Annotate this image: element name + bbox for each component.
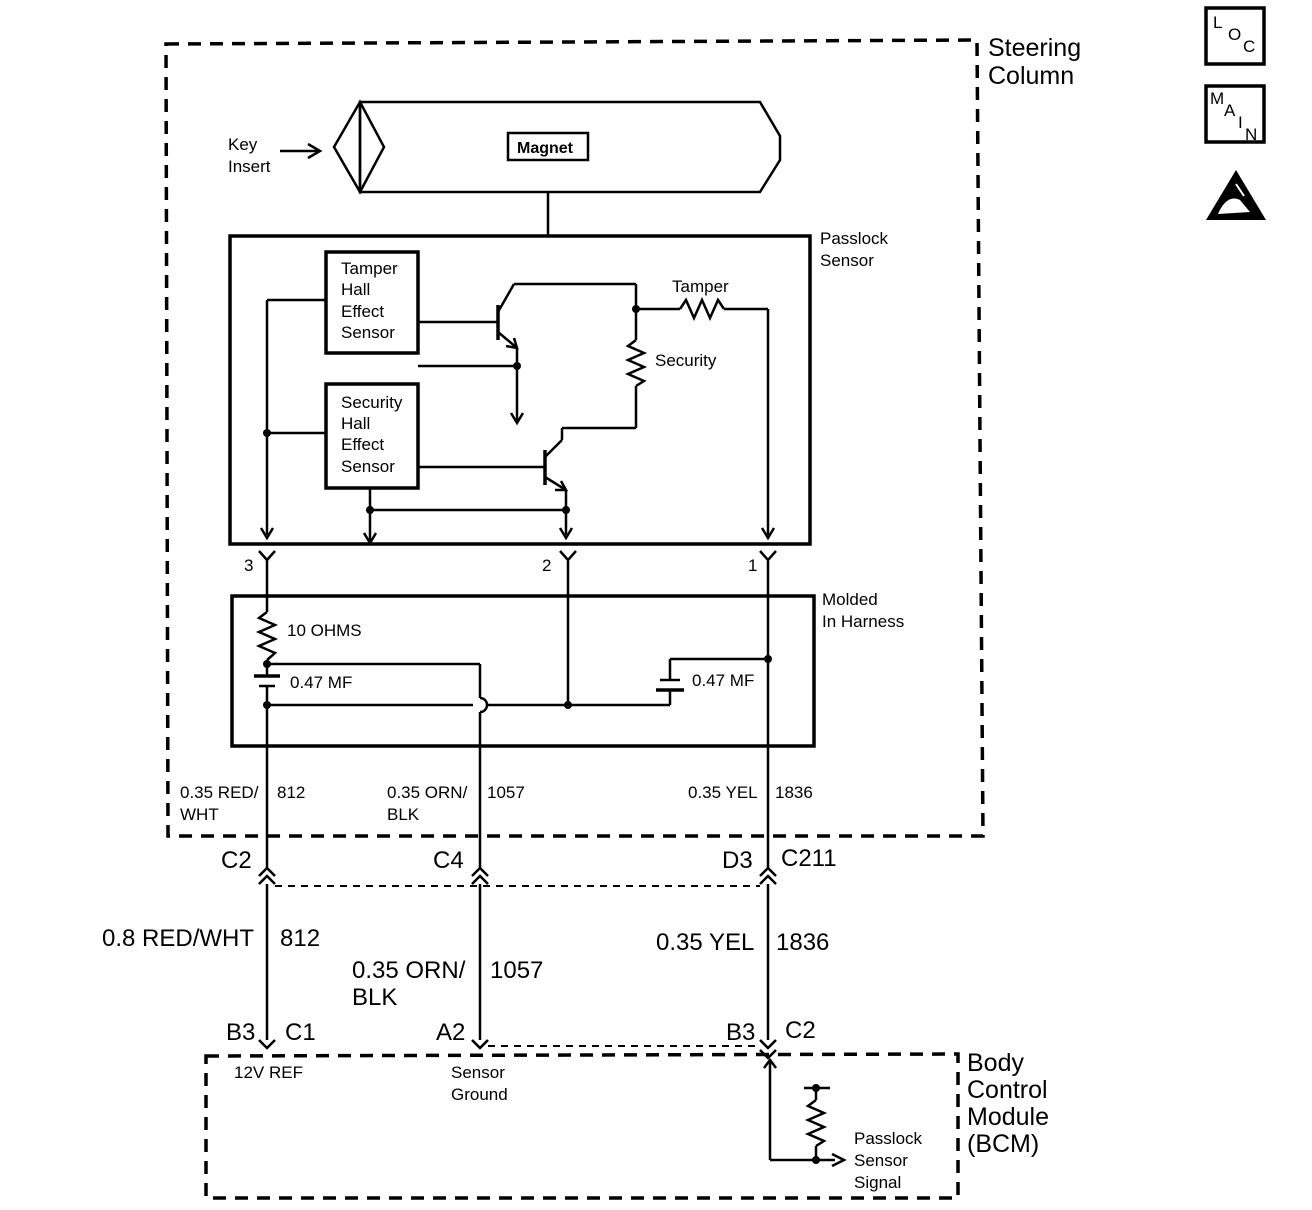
bcm-right-conn: C2 (785, 1017, 816, 1044)
connector-pin-3 (258, 550, 276, 612)
steering-column-label-line2: Column (988, 62, 1074, 90)
bcm-label-line1: Body (967, 1049, 1024, 1077)
molded-harness-box (230, 594, 816, 748)
svg-text:O: O (1228, 25, 1241, 44)
bcm-signal-label-1: Passlock (854, 1129, 923, 1148)
tamper-hall-label-1: Tamper (341, 259, 398, 278)
bcm-label-line3: Module (967, 1103, 1049, 1131)
security-hall-sensor-box (324, 382, 420, 490)
passlock-sensor-box (228, 234, 812, 546)
bcm-12v-ref-label: 12V REF (234, 1063, 303, 1082)
key-insert-label-line2: Insert (228, 157, 271, 176)
right-capacitor (656, 655, 772, 705)
bcm-left-conn: C1 (285, 1019, 316, 1046)
bcm-signal-label-3: Signal (854, 1173, 901, 1192)
molded-harness-label-line2: In Harness (822, 612, 904, 631)
c211-mid-pin: C4 (433, 847, 464, 874)
lower-mid-wire-circuit: 1057 (490, 957, 543, 984)
harness-ground-rail (267, 701, 670, 709)
svg-text:M: M (1210, 89, 1224, 108)
sensor-ground-bus (362, 488, 570, 546)
security-transistor (418, 439, 574, 541)
lower-right-wire-color: 0.35 YEL (656, 929, 754, 956)
bcm-sensor-ground-label-2: Ground (451, 1085, 508, 1104)
svg-text:A: A (1224, 101, 1236, 120)
bcm-signal-circuit (763, 1057, 847, 1168)
tamper-hall-sensor-box (324, 250, 420, 355)
upper-mid-wire-circuit: 1057 (487, 783, 525, 802)
upper-left-wire-color-1: 0.35 RED/ (180, 783, 259, 802)
bcm-connector (258, 1039, 777, 1060)
bcm-label-line2: Control (967, 1076, 1048, 1104)
lower-mid-wire-color-2: BLK (352, 984, 397, 1011)
right-cap-label: 0.47 MF (692, 671, 754, 690)
bcm-boundary (204, 1052, 960, 1200)
security-hall-label-2: Hall (341, 414, 370, 433)
esd-warning-icon (1206, 170, 1266, 220)
security-resistor-label: Security (655, 351, 717, 370)
ground-wire-1057 (267, 662, 489, 836)
security-hall-label-3: Effect (341, 435, 384, 454)
connector-pin-2 (559, 550, 577, 705)
c211-connector (258, 836, 777, 887)
molded-harness-label-line1: Molded (822, 590, 878, 609)
c211-right-pin: D3 (722, 847, 753, 874)
security-hall-label-1: Security (341, 393, 403, 412)
tamper-transistor (418, 282, 636, 426)
connector-pin-1 (759, 550, 777, 836)
bcm-sensor-ground-label-1: Sensor (451, 1063, 505, 1082)
key-insert-arrow (280, 142, 323, 160)
key-insert-label-line1: Key (228, 135, 258, 154)
upper-mid-wire-color-1: 0.35 ORN/ (387, 783, 468, 802)
lower-left-wire-circuit: 812 (280, 925, 320, 952)
loc-icon[interactable]: L O C (1204, 6, 1266, 66)
tamper-resistor (632, 284, 776, 541)
lower-left-wire-color: 0.8 RED/WHT (102, 925, 254, 952)
tamper-resistor-label: Tamper (672, 277, 729, 296)
main-icon[interactable]: M A I N (1204, 84, 1266, 144)
steering-column-boundary (164, 38, 985, 838)
tamper-hall-label-4: Sensor (341, 323, 395, 342)
upper-left-wire-circuit: 812 (277, 783, 305, 802)
pin-2-label: 2 (542, 556, 551, 575)
left-capacitor (254, 674, 280, 836)
tamper-hall-label-3: Effect (341, 302, 384, 321)
security-hall-label-4: Sensor (341, 457, 395, 476)
magnet-label: Magnet (517, 140, 574, 157)
c211-name: C211 (781, 845, 837, 872)
lower-right-wire-circuit: 1836 (776, 929, 829, 956)
bcm-mid-pin: A2 (436, 1019, 465, 1046)
bcm-left-pin: B3 (226, 1019, 255, 1046)
tamper-hall-label-2: Hall (341, 280, 370, 299)
svg-text:C: C (1243, 37, 1255, 56)
security-resistor (560, 309, 648, 440)
lower-mid-wire-color-1: 0.35 ORN/ (352, 957, 466, 984)
svg-text:I: I (1238, 113, 1243, 132)
left-cap-label: 0.47 MF (290, 673, 352, 692)
pin-3-label: 3 (244, 556, 253, 575)
ten-ohm-label: 10 OHMS (287, 621, 362, 640)
passlock-sensor-label-line1: Passlock (820, 229, 889, 248)
lock-cylinder: Magnet (332, 99, 782, 195)
svg-text:N: N (1245, 125, 1257, 144)
steering-column-label-line1: Steering (988, 34, 1081, 62)
bcm-right-pin: B3 (726, 1019, 755, 1046)
upper-left-wire-color-2: WHT (180, 805, 219, 824)
upper-right-wire-color: 0.35 YEL (688, 783, 758, 802)
bcm-label-line4: (BCM) (967, 1130, 1039, 1158)
ten-ohm-resistor (255, 611, 279, 676)
supply-rail (259, 298, 326, 541)
upper-right-wire-circuit: 1836 (775, 783, 813, 802)
bcm-signal-label-2: Sensor (854, 1151, 908, 1170)
upper-mid-wire-color-2: BLK (387, 805, 420, 824)
svg-text:L: L (1213, 13, 1222, 32)
passlock-sensor-label-line2: Sensor (820, 251, 874, 270)
pin-1-label: 1 (748, 556, 757, 575)
c211-left-pin: C2 (221, 847, 252, 874)
magnet-box (506, 131, 590, 162)
